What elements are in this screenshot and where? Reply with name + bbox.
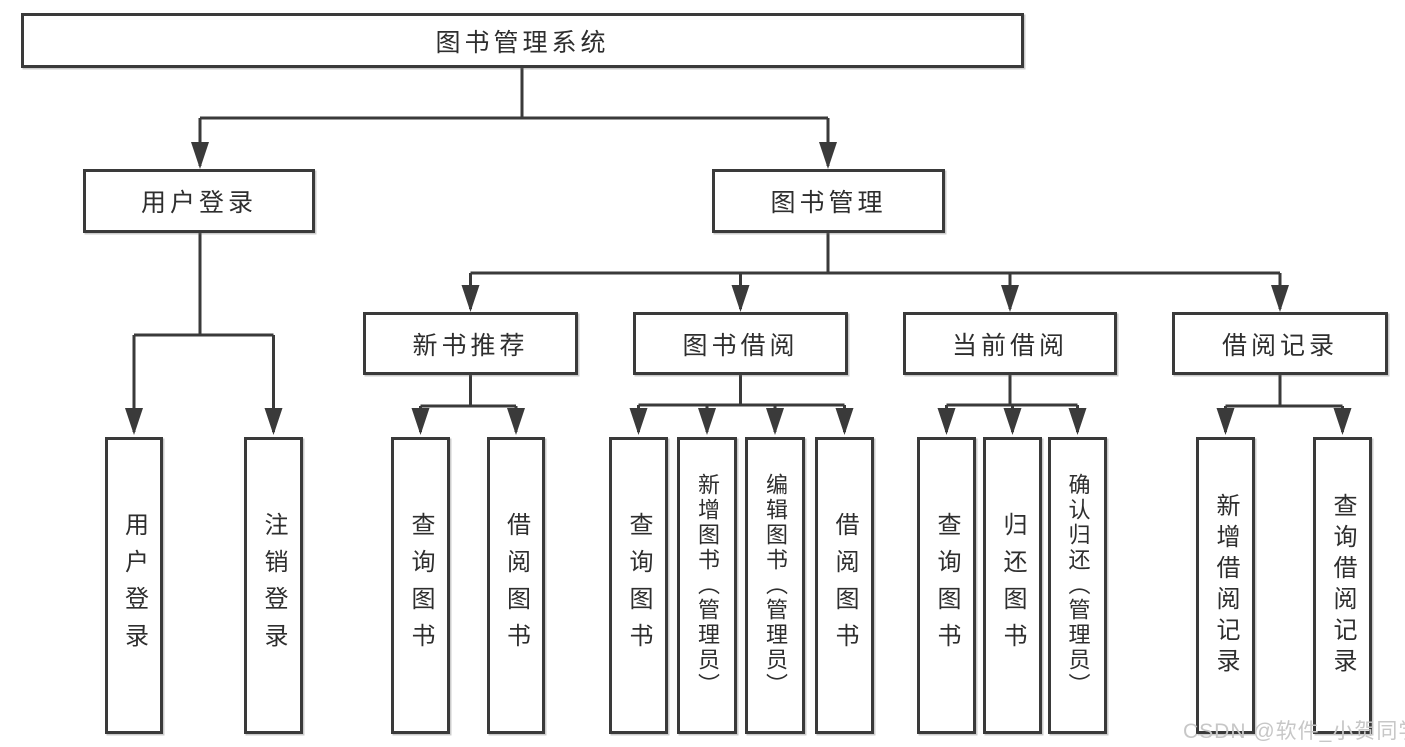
node-leaf-return-books: 归还图书 xyxy=(983,437,1042,734)
node-new-book-recommendation: 新书推荐 xyxy=(363,312,578,375)
node-leaf-logout: 注销登录 xyxy=(244,437,303,734)
node-label: 查询图书 xyxy=(625,511,652,660)
node-leaf-borrow-books-recommend: 借阅图书 xyxy=(487,437,545,734)
node-label: 用户登录 xyxy=(120,511,148,660)
node-label: 查询图书 xyxy=(933,511,960,660)
node-label: 新增借阅记录 xyxy=(1212,492,1239,679)
node-label: 新书推荐 xyxy=(412,331,529,360)
node-label: 当前借阅 xyxy=(951,331,1068,360)
node-label: 编辑图书（管理员） xyxy=(763,473,788,698)
csdn-watermark: CSDN @软件_小贺同学 xyxy=(1183,720,1405,743)
node-user-login: 用户登录 xyxy=(83,169,315,233)
node-label: 确认归还（管理员） xyxy=(1065,473,1091,698)
node-label: 用户登录 xyxy=(140,189,257,217)
node-label: 图书借阅 xyxy=(682,331,799,360)
node-label: 图书管理 xyxy=(770,189,887,217)
node-leaf-borrow-books-borrowing: 借阅图书 xyxy=(815,437,874,734)
node-label: 归还图书 xyxy=(999,511,1026,660)
node-book-borrowing: 图书借阅 xyxy=(633,312,848,375)
node-label: 借阅记录 xyxy=(1221,331,1338,360)
node-leaf-query-books-borrowing: 查询图书 xyxy=(609,437,668,734)
node-borrowing-records: 借阅记录 xyxy=(1172,312,1388,375)
node-leaf-confirm-return-admin: 确认归还（管理员） xyxy=(1048,437,1107,734)
node-leaf-query-borrow-record: 查询借阅记录 xyxy=(1313,437,1372,734)
node-label: 注销登录 xyxy=(260,511,287,660)
node-leaf-query-books-recommend: 查询图书 xyxy=(391,437,450,734)
node-leaf-add-borrow-record: 新增借阅记录 xyxy=(1196,437,1255,734)
node-label: 借阅图书 xyxy=(502,511,530,660)
node-book-management: 图书管理 xyxy=(712,169,945,233)
node-label: 新增图书（管理员） xyxy=(695,473,720,698)
node-leaf-edit-books-admin: 编辑图书（管理员） xyxy=(745,437,805,734)
node-leaf-user-login: 用户登录 xyxy=(105,437,163,734)
node-leaf-add-books-admin: 新增图书（管理员） xyxy=(677,437,737,734)
node-label: 借阅图书 xyxy=(831,511,858,660)
node-current-borrowing: 当前借阅 xyxy=(903,312,1117,375)
node-label: 查询借阅记录 xyxy=(1329,492,1356,679)
node-leaf-query-books-current: 查询图书 xyxy=(917,437,976,734)
node-label: 查询图书 xyxy=(407,511,434,660)
node-library-management-system: 图书管理系统 xyxy=(21,13,1024,68)
node-label: 图书管理系统 xyxy=(435,28,610,57)
